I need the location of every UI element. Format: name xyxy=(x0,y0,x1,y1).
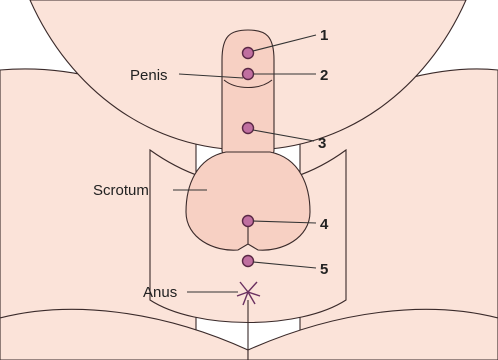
label-penis: Penis xyxy=(130,67,168,84)
marker-label-2: 2 xyxy=(320,67,328,84)
marker-label-3: 3 xyxy=(318,135,326,152)
marker-dot-5 xyxy=(243,256,254,267)
marker-dot-2 xyxy=(243,69,254,80)
marker-dot-4 xyxy=(243,216,254,227)
label-scrotum: Scrotum xyxy=(93,182,149,199)
marker-dot-3 xyxy=(243,123,254,134)
marker-label-5: 5 xyxy=(320,261,328,278)
label-anus: Anus xyxy=(143,284,177,301)
marker-label-1: 1 xyxy=(320,27,328,44)
marker-label-4: 4 xyxy=(320,216,329,233)
marker-dot-1 xyxy=(243,48,254,59)
